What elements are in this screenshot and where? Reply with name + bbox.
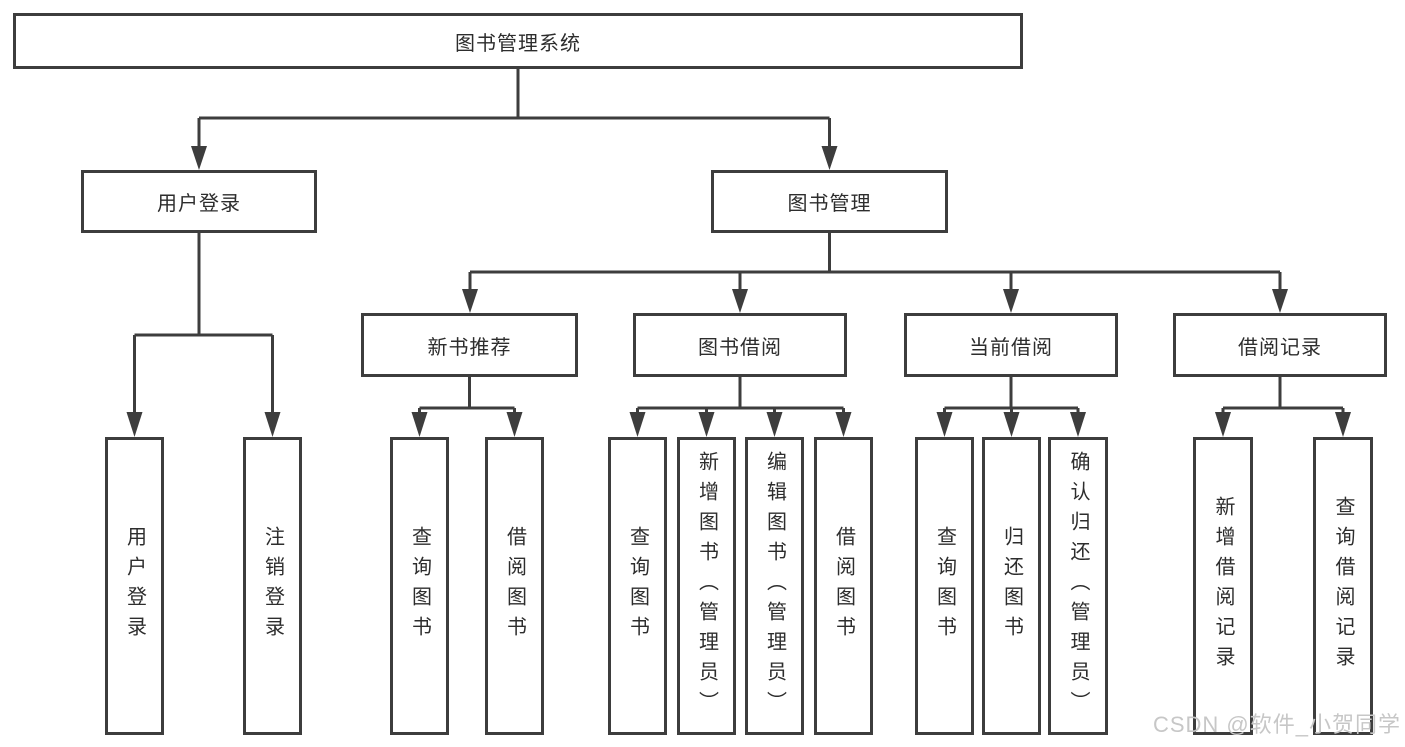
node-book-borrowing-label: 图书借阅 <box>698 336 782 359</box>
leaf-current-query-books-label: 查询图书 <box>933 526 956 646</box>
leaf-records-add-borrow-record: 新增借阅记录 <box>1193 437 1253 735</box>
leaf-records-query-borrow-record: 查询借阅记录 <box>1313 437 1373 735</box>
leaf-records-add-borrow-record-label: 新增借阅记录 <box>1212 496 1234 676</box>
leaf-current-confirm-return-admin-label: 确认归还（管理员） <box>1067 451 1089 721</box>
node-borrow-records-label: 借阅记录 <box>1238 336 1322 359</box>
node-new-book-recommend-label: 新书推荐 <box>427 336 512 359</box>
csdn-watermark: CSDN @软件_小贺同学 <box>1152 712 1401 737</box>
leaf-current-confirm-return-admin: 确认归还（管理员） <box>1048 437 1108 735</box>
node-book-management: 图书管理 <box>711 170 948 233</box>
leaf-borrowing-edit-books-admin: 编辑图书（管理员） <box>745 437 804 735</box>
leaf-borrowing-add-books-admin: 新增图书（管理员） <box>677 437 736 735</box>
leaf-borrowing-edit-books-admin-label: 编辑图书（管理员） <box>763 451 786 721</box>
leaf-borrowing-borrow-books: 借阅图书 <box>814 437 873 735</box>
leaf-logout-label: 注销登录 <box>261 526 284 646</box>
leaf-logout: 注销登录 <box>243 437 302 735</box>
node-book-borrowing: 图书借阅 <box>633 313 847 377</box>
node-user-login-label: 用户登录 <box>157 193 241 215</box>
leaf-records-query-borrow-record-label: 查询借阅记录 <box>1332 496 1354 676</box>
node-borrow-records: 借阅记录 <box>1173 313 1387 377</box>
leaf-current-return-books-label: 归还图书 <box>1000 526 1023 646</box>
leaf-borrowing-query-books: 查询图书 <box>608 437 667 735</box>
leaf-current-return-books: 归还图书 <box>982 437 1041 735</box>
leaf-recommend-borrow-books: 借阅图书 <box>485 437 544 735</box>
leaf-borrowing-query-books-label: 查询图书 <box>626 526 649 646</box>
leaf-borrowing-add-books-admin-label: 新增图书（管理员） <box>695 451 718 721</box>
node-new-book-recommend: 新书推荐 <box>361 313 578 377</box>
node-user-login: 用户登录 <box>81 170 317 233</box>
node-current-borrowing: 当前借阅 <box>904 313 1118 377</box>
leaf-borrowing-borrow-books-label: 借阅图书 <box>832 526 855 646</box>
arrowhead-icons <box>126 146 1351 437</box>
node-book-management-label: 图书管理 <box>787 193 872 215</box>
leaf-current-query-books: 查询图书 <box>915 437 974 735</box>
leaf-user-login-label: 用户登录 <box>123 526 146 646</box>
node-library-system-label: 图书管理系统 <box>455 32 581 55</box>
leaf-recommend-query-books-label: 查询图书 <box>408 526 431 646</box>
node-current-borrowing-label: 当前借阅 <box>969 336 1053 359</box>
leaf-recommend-borrow-books-label: 借阅图书 <box>503 526 526 646</box>
node-library-system: 图书管理系统 <box>13 13 1023 69</box>
leaf-recommend-query-books: 查询图书 <box>390 437 449 735</box>
leaf-user-login: 用户登录 <box>105 437 164 735</box>
